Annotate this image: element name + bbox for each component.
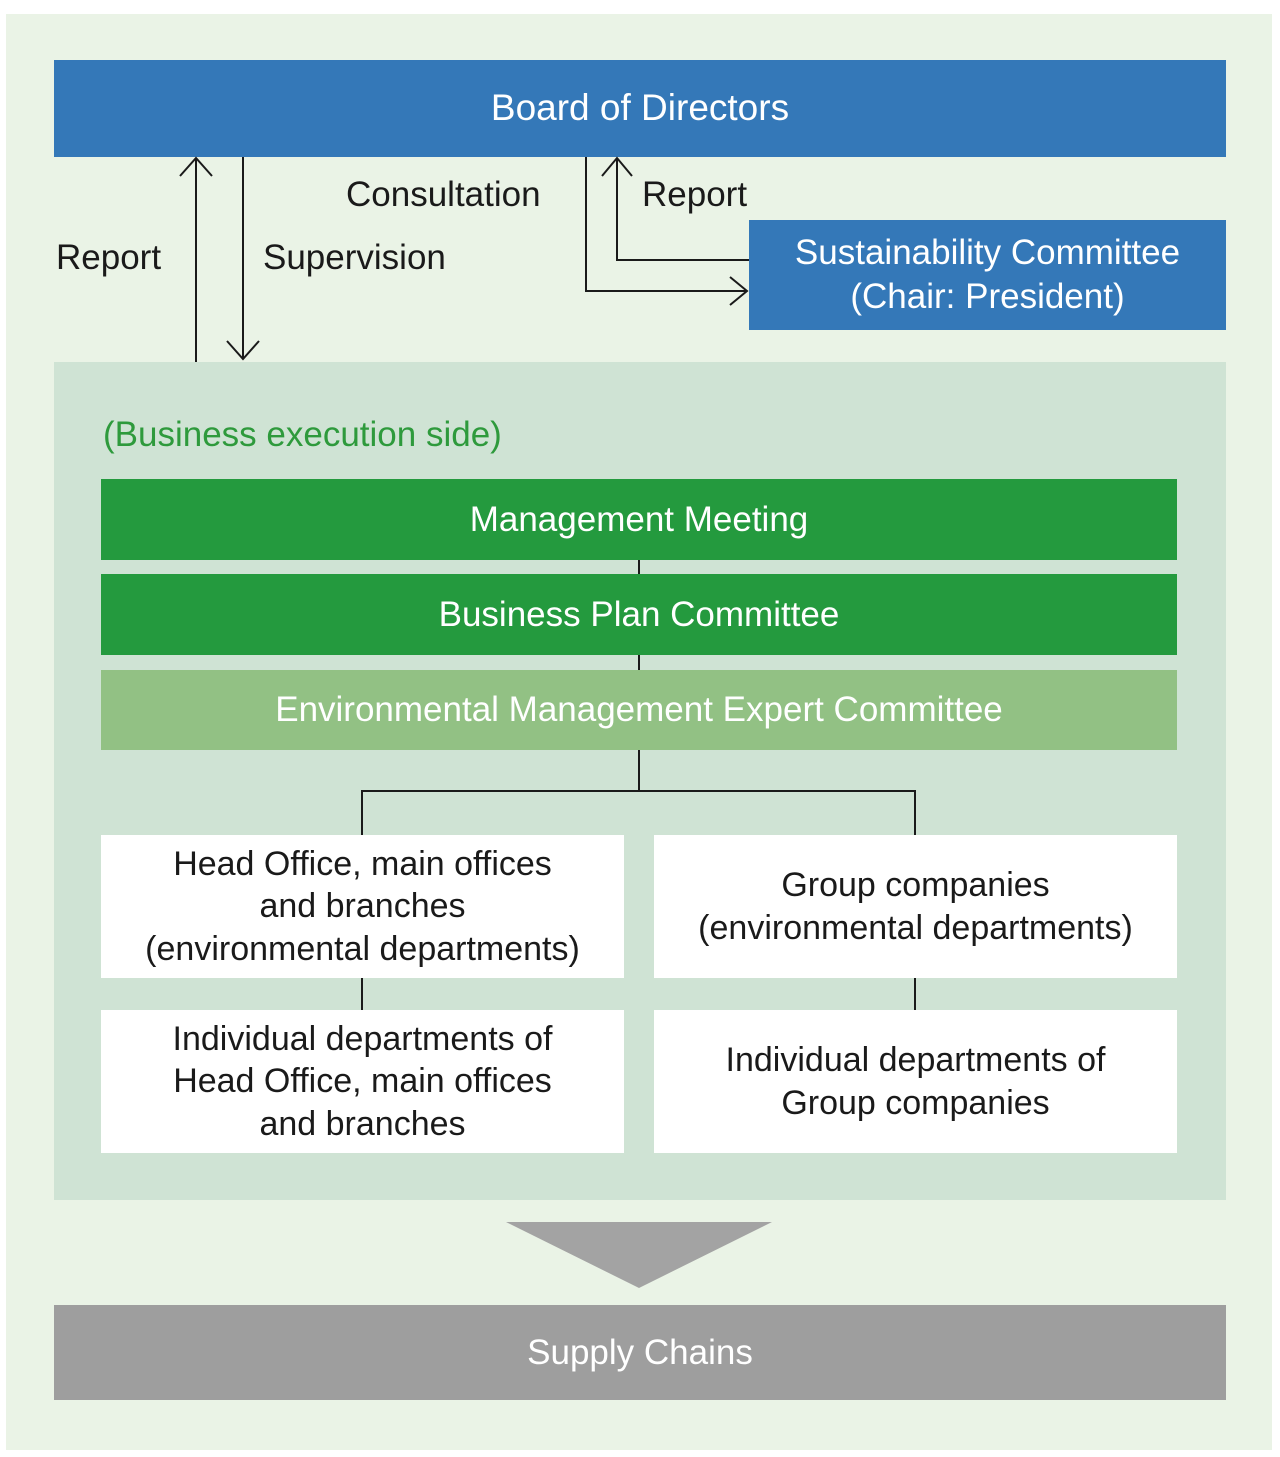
environmental-management-expert-committee-box: Environmental Management Expert Committe…	[101, 670, 1177, 750]
head-office-individual-departments-box: Individual departments of Head Office, m…	[101, 1010, 624, 1153]
report-right-arrow	[616, 159, 749, 261]
group-companies-individual-departments-label: Individual departments of Group companie…	[725, 1041, 1106, 1122]
report-right-label: Report	[642, 175, 748, 214]
business-execution-side-label: (Business execution side)	[103, 415, 502, 454]
consultation-label: Consultation	[346, 175, 541, 214]
supervision-arrowhead	[226, 340, 260, 361]
report-left-arrowhead	[179, 156, 213, 177]
board-of-directors-box: Board of Directors	[54, 60, 1226, 157]
business-plan-committee-box: Business Plan Committee	[101, 574, 1177, 655]
management-meeting-label: Management Meeting	[469, 499, 809, 539]
group-companies-env-departments-label: Group companies (environmental departmen…	[698, 866, 1133, 947]
sustainability-committee-box: Sustainability Committee (Chair: Preside…	[749, 220, 1226, 330]
supervision-label: Supervision	[263, 238, 446, 277]
business-plan-committee-label: Business Plan Committee	[438, 594, 840, 634]
consultation-arrow	[585, 157, 746, 292]
management-meeting-box: Management Meeting	[101, 479, 1177, 560]
down-chevron-arrow	[506, 1222, 772, 1288]
connector-branch-split	[361, 790, 916, 835]
sustainability-committee-label: Sustainability Committee (Chair: Preside…	[794, 233, 1181, 316]
consultation-arrowhead	[729, 276, 749, 306]
report-right-arrowhead	[601, 156, 633, 177]
supply-chains-label: Supply Chains	[527, 1332, 753, 1372]
supply-chains-box: Supply Chains	[54, 1305, 1226, 1400]
group-companies-individual-departments-box: Individual departments of Group companie…	[654, 1010, 1177, 1153]
report-left-label: Report	[56, 238, 162, 277]
head-office-env-departments-label: Head Office, main offices and branches (…	[145, 844, 580, 968]
head-office-individual-departments-label: Individual departments of Head Office, m…	[172, 1019, 553, 1143]
board-of-directors-label: Board of Directors	[490, 87, 790, 129]
head-office-env-departments-box: Head Office, main offices and branches (…	[101, 835, 624, 978]
environmental-management-expert-committee-label: Environmental Management Expert Committe…	[275, 690, 1003, 730]
group-companies-env-departments-box: Group companies (environmental departmen…	[654, 835, 1177, 978]
